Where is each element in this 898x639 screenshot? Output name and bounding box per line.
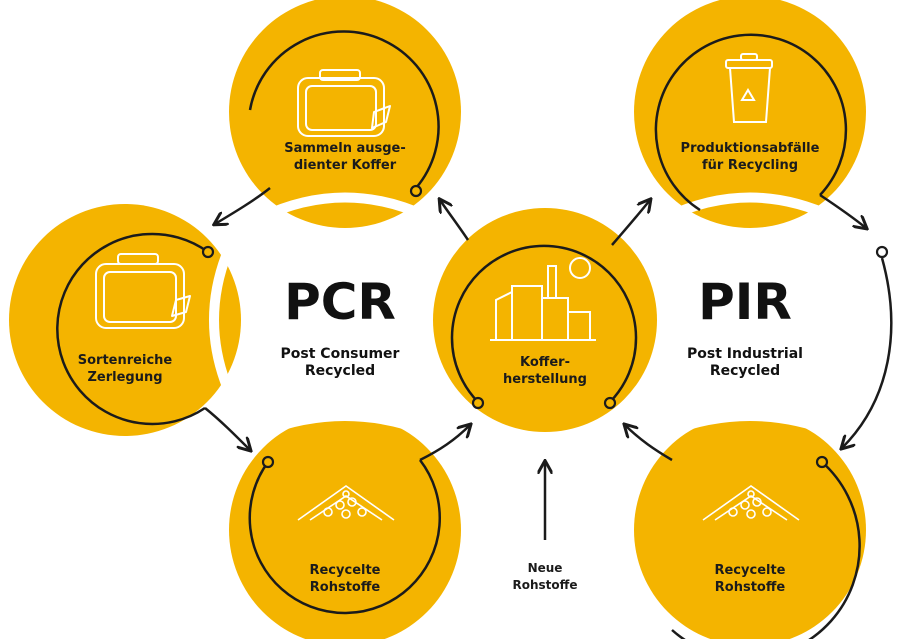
arrow-production-waste-to-right — [819, 193, 866, 228]
label-new-raw-materials: Neue Rohstoffe — [495, 560, 595, 594]
circle-manufacture — [433, 208, 657, 432]
pir-subtitle-line2: Recycled — [709, 363, 781, 379]
pcr-subtitle-line1: Post Consumer — [280, 346, 400, 362]
arrow-manufacture-to-collect — [440, 200, 470, 241]
pcr-title: PCR — [284, 273, 396, 331]
label-dismantle: Sortenreiche Zerlegung — [60, 352, 190, 386]
pir-title: PIR — [698, 273, 792, 331]
label-recycled-pir: Recycelte Rohstoffe — [685, 562, 815, 596]
circle-dismantle — [9, 204, 241, 436]
label-production-waste-line2: für Recycling — [701, 158, 799, 173]
arrow-manufacture-to-production-waste — [611, 200, 650, 246]
circle-recycled-pcr — [229, 414, 461, 639]
label-collect-line1: Sammeln ausge- — [284, 141, 406, 156]
label-dismantle-line2: Zerlegung — [87, 370, 163, 385]
label-manufacture-line1: Koffer- — [520, 355, 570, 370]
label-recycled-pcr-line1: Recycelte — [309, 563, 381, 578]
label-manufacture-line2: herstellung — [503, 372, 587, 387]
suitcase-icon — [95, 253, 191, 329]
label-recycled-pir-line2: Rohstoffe — [714, 580, 786, 595]
circle-production-waste — [634, 0, 866, 228]
label-recycled-pcr: Recycelte Rohstoffe — [280, 562, 410, 596]
granulate-icon — [297, 485, 395, 521]
pir-subtitle-line1: Post Industrial — [687, 346, 803, 362]
pcr-subtitle: Post Consumer Recycled — [250, 346, 430, 380]
arrow-pir-to-manufacture — [625, 425, 673, 462]
pir-subtitle: Post Industrial Recycled — [650, 346, 840, 380]
label-collect-line2: dienter Koffer — [293, 158, 397, 173]
pcr-subtitle-line2: Recycled — [304, 363, 376, 379]
label-new-raw-line2: Rohstoffe — [512, 578, 578, 592]
recycle-bin-icon — [725, 53, 773, 123]
label-production-waste-line1: Produktionsabfälle — [680, 141, 820, 156]
factory-icon — [490, 257, 596, 341]
label-manufacture: Koffer- herstellung — [480, 354, 610, 388]
arrow-right-to-pir — [842, 257, 893, 448]
label-new-raw-line1: Neue — [527, 561, 563, 575]
arrow-pcr-to-manufacture — [419, 425, 470, 462]
suitcase-icon — [297, 69, 391, 137]
label-recycled-pcr-line2: Rohstoffe — [309, 580, 381, 595]
circle-recycled-pir — [634, 414, 866, 639]
circle-collect — [229, 0, 461, 228]
label-production-waste: Produktionsabfälle für Recycling — [660, 140, 840, 174]
granulate-icon — [702, 485, 800, 521]
arrow-collect-to-dismantle — [215, 187, 271, 224]
label-collect: Sammeln ausge- dienter Koffer — [270, 140, 420, 174]
label-dismantle-line1: Sortenreiche — [77, 353, 173, 368]
label-recycled-pir-line1: Recycelte — [714, 563, 786, 578]
arrow-dismantle-to-pcr — [204, 407, 250, 450]
